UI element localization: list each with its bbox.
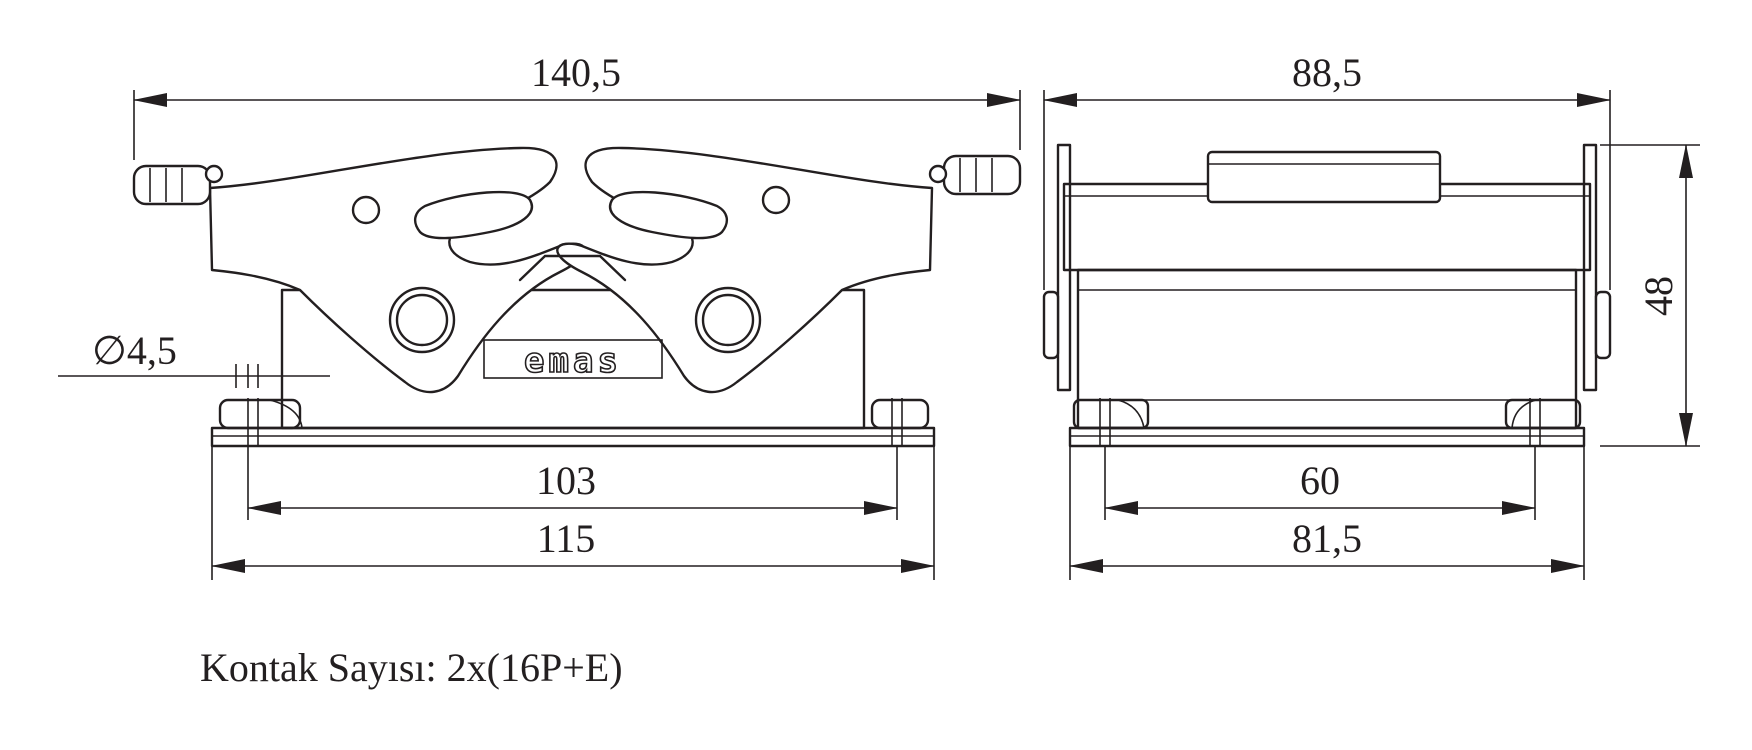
contact-count-note: Kontak Sayısı: 2x(16P+E) [200, 645, 623, 690]
grip-left [132, 164, 224, 206]
brand-logo: emas [483, 339, 663, 382]
side-right-foot [1504, 398, 1582, 446]
dim-side-hole-spacing: 60 [1300, 458, 1340, 503]
dim-front-base-width: 115 [537, 516, 596, 561]
brand-logo-text: emas [524, 341, 622, 381]
dim-side-overall-width: 88,5 [1292, 50, 1362, 95]
front-right-foot [870, 398, 930, 446]
front-left-foot [218, 398, 303, 446]
dim-side-base-width: 81,5 [1292, 516, 1362, 561]
side-left-foot [1072, 398, 1150, 446]
side-view [1042, 143, 1612, 448]
dimension-lines: 140,5 88,5 48 ∅4,5 103 115 60 [58, 50, 1700, 580]
dim-height: 48 [1636, 276, 1681, 316]
front-view: emas [132, 146, 1022, 448]
pivot-bolt-left [388, 286, 456, 354]
dim-front-overall-width: 140,5 [531, 50, 621, 95]
dim-front-hole-spacing: 103 [536, 458, 596, 503]
pivot-bolt-right [694, 286, 762, 354]
dim-hole-diameter: ∅4,5 [92, 328, 177, 373]
grip-right [928, 154, 1022, 196]
